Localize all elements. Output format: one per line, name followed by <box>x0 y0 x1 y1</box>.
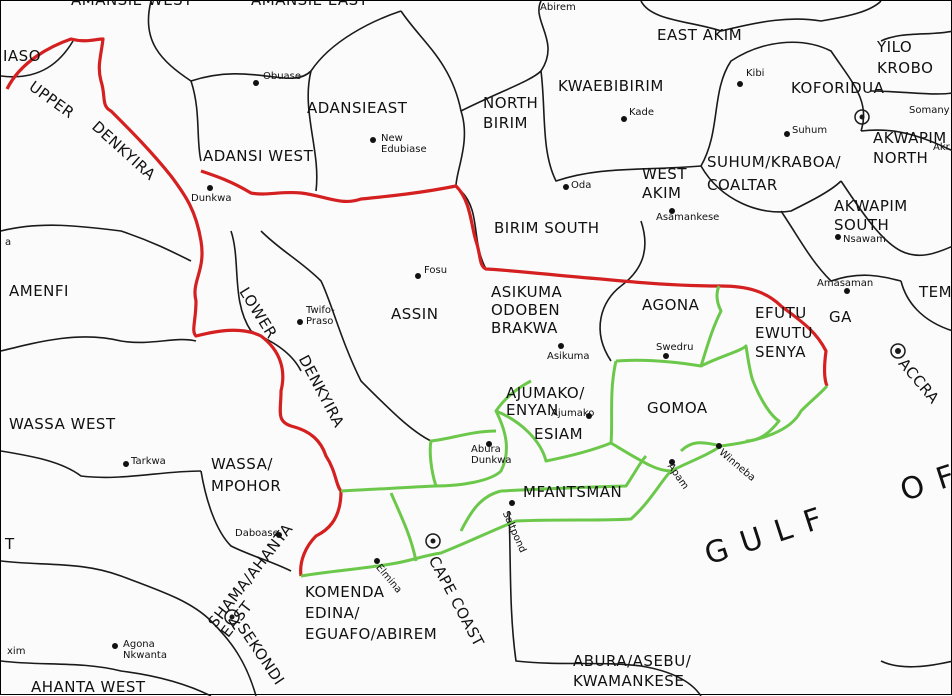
town-label-amasaman: Amasaman <box>817 278 874 289</box>
town-dot <box>276 532 282 538</box>
town-dot <box>737 81 743 87</box>
district-label-komenda: KOMENDA EDINA/ EGUAFO/ABIREM <box>305 583 438 643</box>
town-dot <box>253 80 259 86</box>
town-dot <box>374 558 380 564</box>
district-label-adansi-west: ADANSI WEST <box>203 147 314 165</box>
district-label-koforidua: KOFORIDUA <box>791 79 885 97</box>
town-label-kade: Kade <box>629 107 655 118</box>
town-label-ajumako: Ajumako <box>551 408 595 419</box>
town-label-new-edubiase: New Edubiase <box>381 133 427 155</box>
town-label-nsawam: Nsawam <box>843 234 886 245</box>
town-label-akr: Akr <box>933 142 950 153</box>
town-dot <box>297 319 303 325</box>
town-label-asamankese: Asamankese <box>656 212 720 223</box>
town-dot <box>123 461 129 467</box>
district-label-west-akim: WEST AKIM <box>642 165 687 202</box>
district-label-asikuma: ASIKUMA ODOBEN BRAKWA <box>491 283 563 337</box>
town-label-oda: Oda <box>571 180 592 191</box>
district-label-efutu: EFUTU EWUTU SENYA <box>755 304 813 361</box>
district-label-kwaebibirim: KWAEBIBIRIM <box>558 77 664 95</box>
town-label-xim: xim <box>7 646 26 657</box>
district-label-gomoa: GOMOA <box>647 399 708 417</box>
district-label-wassa-west: WASSA WEST <box>9 415 116 433</box>
town-dot <box>370 137 376 143</box>
town-symbols <box>224 109 906 625</box>
town-dot <box>558 343 564 349</box>
town-dot <box>835 234 841 240</box>
town-label-tarkwa: Tarkwa <box>131 456 166 467</box>
district-label-amansie-east: AMANSIE EAST <box>251 0 369 9</box>
town-label-abura-dunkwa: Abura Dunkwa <box>471 444 512 466</box>
town-label-swedru: Swedru <box>656 342 694 353</box>
town-label-kibi: Kibi <box>746 68 765 79</box>
district-label-agona: AGONA <box>642 296 700 314</box>
district-label-birim-south: BIRIM SOUTH <box>494 219 600 237</box>
district-label-north-birim: NORTH BIRIM <box>483 94 539 133</box>
town-label-somanya: Somany <box>909 105 950 116</box>
town-label-abirem: Abirem <box>540 2 576 13</box>
town-dot <box>563 184 569 190</box>
town-dot <box>621 116 627 122</box>
district-label-wassa-mpohor: WASSA/ MPOHOR <box>211 455 282 495</box>
district-label-abura: ABURA/ASEBU/ KWAMANKESE <box>573 652 692 691</box>
town-dot <box>486 441 492 447</box>
town-dot <box>669 459 675 465</box>
district-label-akwapim-south: AKWAPIM SOUTH <box>834 197 908 234</box>
district-label-amansie-west: AMANSIE WEST <box>71 0 193 9</box>
green-region-boundaries <box>300 285 829 578</box>
town-label-agona-nkwanta: Agona Nkwanta <box>123 639 167 661</box>
red-region-boundary <box>5 37 829 577</box>
district-label-adansi-east: ADANSIEAST <box>307 99 408 117</box>
town-label-t-edge: T <box>5 535 15 553</box>
town-label-fosu: Fosu <box>424 265 448 276</box>
town-label-twifo-praso: Twifo- Praso <box>306 305 335 327</box>
district-label-ahanta-west: AHANTA WEST <box>31 678 146 696</box>
district-label-aso: IASO <box>3 47 42 65</box>
town-label-a-edge: a <box>5 237 12 248</box>
district-label-east-akim: EAST AKIM <box>657 26 743 44</box>
district-label-akwapim-north: AKWAPIM NORTH <box>873 129 947 167</box>
town-dot <box>509 500 515 506</box>
town-label-asikuma: Asikuma <box>547 351 590 362</box>
district-label-esiam: ESIAM <box>534 425 584 443</box>
town-label-suhum: Suhum <box>792 125 828 136</box>
town-dot <box>844 288 850 294</box>
district-label-mfantsman: MFANTSMAN <box>523 483 623 501</box>
district-label-tem: TEM <box>919 283 952 301</box>
town-label-daboase: Daboase <box>235 528 279 539</box>
district-label-suhum: SUHUM/KRABOA/ COALTAR <box>707 153 842 194</box>
district-label-amenfi: AMENFI <box>9 282 69 300</box>
district-label-ajumako: AJUMAKO/ ENYAN <box>506 384 585 419</box>
town-dot <box>663 353 669 359</box>
district-label-yilo-krobo: YILO KROBO <box>877 38 934 77</box>
town-label-dunkwa: Dunkwa <box>191 193 232 204</box>
town-dot <box>586 413 592 419</box>
town-dot <box>112 643 118 649</box>
district-label-ga: GA <box>829 308 852 326</box>
district-label-assin: ASSIN <box>391 305 439 323</box>
town-dot <box>716 443 722 449</box>
town-dot <box>415 273 421 279</box>
town-dot <box>669 208 675 214</box>
town-dot <box>207 185 213 191</box>
town-label-obuase: Obuase <box>263 71 302 82</box>
town-dot <box>784 131 790 137</box>
